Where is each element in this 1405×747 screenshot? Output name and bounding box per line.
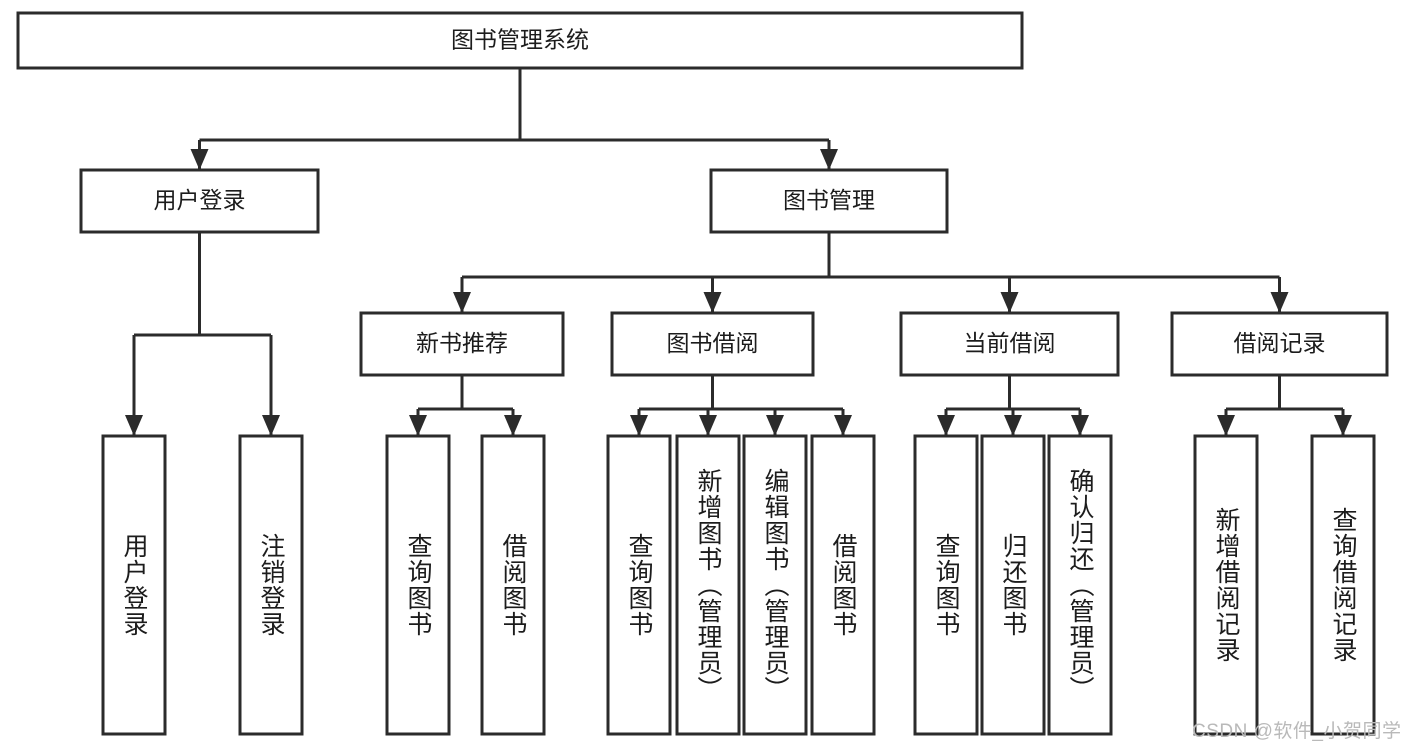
node-root[interactable] xyxy=(16,11,1024,70)
arrow-head-icon xyxy=(1004,415,1022,436)
node-user-login[interactable] xyxy=(79,168,320,234)
node-leaf-return-book[interactable] xyxy=(980,434,1046,736)
node-current-borrow-label: 当前借阅 xyxy=(964,330,1056,356)
node-leaf-borrow-book-recommend[interactable] xyxy=(480,434,546,736)
node-root-label: 图书管理系统 xyxy=(451,27,589,53)
node-book-borrow-label: 图书借阅 xyxy=(667,330,759,356)
node-leaf-borrow-book[interactable] xyxy=(810,434,876,736)
node-current-borrow[interactable] xyxy=(899,311,1120,377)
arrow-head-icon xyxy=(766,415,784,436)
arrow-head-icon xyxy=(125,415,143,436)
node-box-layer xyxy=(16,11,1389,736)
arrow-head-icon xyxy=(1071,415,1089,436)
node-leaf-query-borrow-record[interactable] xyxy=(1310,434,1376,736)
node-leaf-logout[interactable] xyxy=(238,434,304,736)
connector-layer xyxy=(125,68,1352,436)
node-leaf-query-book-current[interactable] xyxy=(913,434,979,736)
node-leaf-query-book-recommend[interactable] xyxy=(385,434,451,736)
node-user-login-label: 用户登录 xyxy=(154,187,246,213)
node-new-book-recommend[interactable] xyxy=(359,311,565,377)
arrow-head-icon xyxy=(1217,415,1235,436)
arrow-head-icon xyxy=(1334,415,1352,436)
node-leaf-query-book-borrow[interactable] xyxy=(606,434,672,736)
node-borrow-record[interactable] xyxy=(1170,311,1389,377)
node-book-management-label: 图书管理 xyxy=(783,187,875,213)
arrow-head-icon xyxy=(834,415,852,436)
arrow-head-icon xyxy=(820,149,838,170)
arrow-head-icon xyxy=(504,415,522,436)
node-leaf-edit-book-admin[interactable] xyxy=(742,434,808,736)
csdn-watermark: CSDN @软件_小贺同学 xyxy=(1192,721,1402,742)
arrow-head-icon xyxy=(190,149,209,170)
arrow-head-icon xyxy=(1000,292,1019,313)
arrow-head-icon xyxy=(630,415,648,436)
node-borrow-record-label: 借阅记录 xyxy=(1234,330,1326,356)
arrow-head-icon xyxy=(937,415,955,436)
node-leaf-add-borrow-record[interactable] xyxy=(1193,434,1259,736)
arrow-head-icon xyxy=(409,415,427,436)
node-book-management[interactable] xyxy=(709,168,949,234)
arrow-head-icon xyxy=(699,415,717,436)
arrow-head-icon xyxy=(453,292,471,313)
arrow-head-icon xyxy=(703,292,722,313)
node-new-book-recommend-label: 新书推荐 xyxy=(416,330,508,356)
node-leaf-confirm-return-admin[interactable] xyxy=(1047,434,1113,736)
arrow-head-icon xyxy=(262,415,280,436)
node-leaf-add-book-admin[interactable] xyxy=(675,434,741,736)
node-leaf-user-login[interactable] xyxy=(101,434,167,736)
arrow-head-icon xyxy=(1270,292,1289,313)
node-book-borrow[interactable] xyxy=(610,311,815,377)
